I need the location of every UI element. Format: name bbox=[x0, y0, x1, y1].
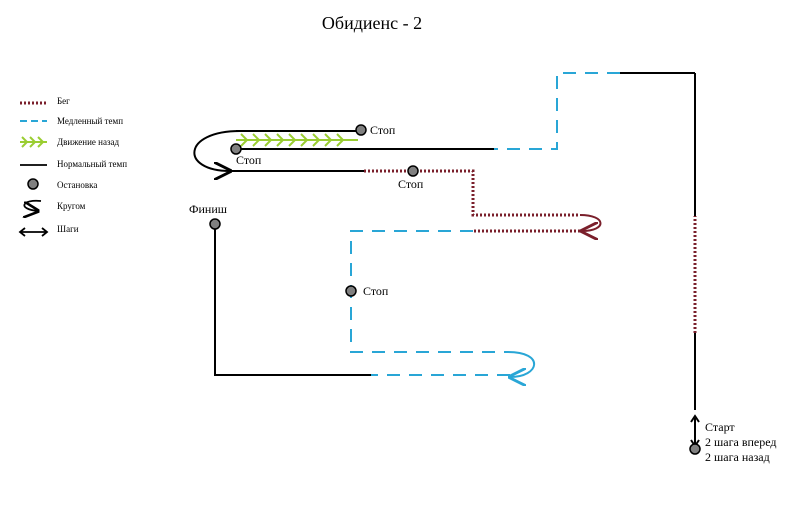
u-turn-black bbox=[193, 130, 241, 171]
stop-label: Стоп bbox=[363, 284, 389, 298]
start-label: Старт bbox=[705, 420, 735, 434]
legend-label-backward: Движение назад bbox=[57, 137, 120, 147]
stop-label: Стоп bbox=[370, 123, 396, 137]
stop-label: Стоп bbox=[398, 177, 424, 191]
segment-backward bbox=[236, 133, 358, 147]
stop-label: Стоп bbox=[236, 153, 262, 167]
legend-label-circle: Кругом bbox=[57, 201, 86, 211]
diagram-title: Обидиенс - 2 bbox=[322, 13, 422, 33]
stop-marker bbox=[355, 124, 367, 136]
segment-slow-top bbox=[494, 72, 620, 150]
legend: Бег Медленный темп Движение назад Нормал… bbox=[18, 96, 127, 237]
u-turn-red bbox=[579, 214, 602, 231]
segment-normal-finish bbox=[214, 225, 371, 376]
start-step-forward-label: 2 шага вперед bbox=[705, 435, 777, 449]
start-steps-arrow bbox=[690, 414, 700, 448]
stop-marker bbox=[230, 143, 242, 155]
stops: Стоп Стоп Стоп Стоп Финиш Старт 2 шага в… bbox=[189, 123, 777, 464]
stop-marker bbox=[345, 285, 357, 297]
legend-label-steps: Шаги bbox=[57, 224, 79, 234]
finish-label: Финиш bbox=[189, 202, 228, 216]
double-arrow-icon bbox=[18, 227, 49, 237]
finish-marker bbox=[209, 218, 221, 230]
u-turn-blue bbox=[507, 351, 536, 377]
legend-label-normal: Нормальный темп bbox=[57, 159, 127, 169]
stop-dot-icon bbox=[27, 178, 39, 190]
segment-run-middle bbox=[364, 169, 580, 217]
start-marker bbox=[689, 443, 701, 455]
stop-marker bbox=[407, 165, 419, 177]
legend-label-slow: Медленный темп bbox=[57, 116, 123, 126]
chevron-arrows-icon bbox=[20, 136, 47, 148]
legend-label-run: Бег bbox=[57, 96, 70, 106]
course-path bbox=[193, 72, 700, 448]
u-turn-icon bbox=[24, 199, 42, 211]
start-step-back-label: 2 шага назад bbox=[705, 450, 770, 464]
legend-label-stop: Остановка bbox=[57, 180, 97, 190]
